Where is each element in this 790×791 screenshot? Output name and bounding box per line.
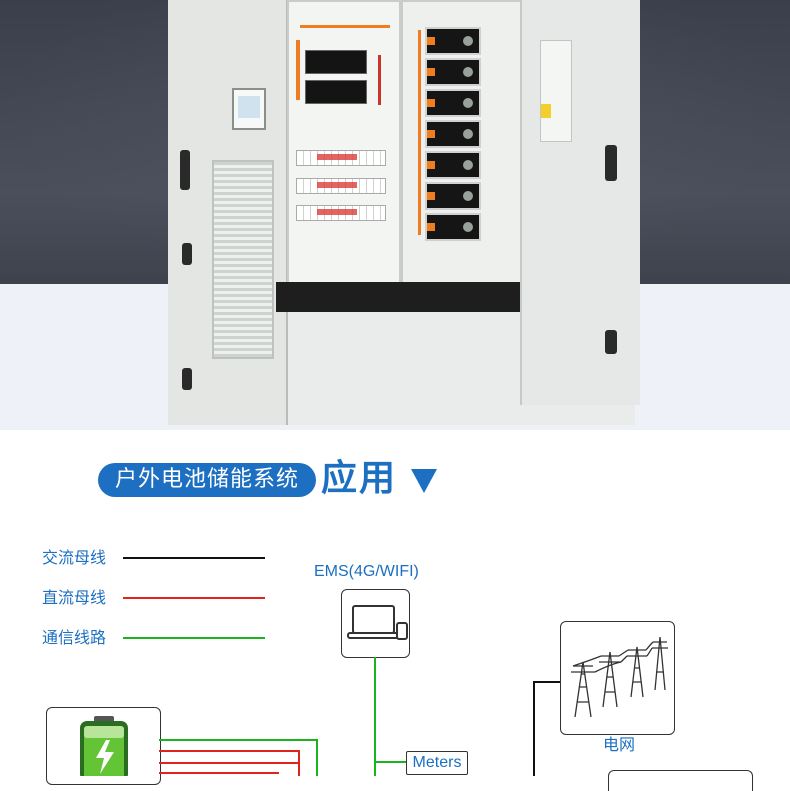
comm-line [159, 739, 317, 741]
door-lock [605, 330, 617, 354]
ems-node [341, 589, 410, 658]
cable [418, 30, 421, 235]
cabinet-hmi-screen [232, 88, 266, 130]
dc-line [298, 750, 300, 776]
cabinet-vent [212, 160, 274, 359]
door-handle [180, 150, 190, 190]
comm-line [316, 739, 318, 776]
cabinet-plinth [276, 282, 524, 312]
dc-line [159, 750, 300, 752]
cable [300, 25, 390, 28]
legend-line-dc [123, 597, 265, 599]
dc-line [159, 762, 299, 764]
comm-line [374, 657, 376, 776]
door-lock [182, 368, 192, 390]
din-rail [296, 205, 386, 221]
din-rail [296, 150, 386, 166]
grid-node [560, 621, 675, 735]
breaker-block [305, 50, 367, 74]
power-tower-icon [571, 636, 668, 718]
load-node [608, 770, 753, 791]
control-bay [287, 0, 401, 289]
grid-label: 电网 [603, 737, 636, 754]
door-lock [182, 243, 192, 265]
product-photo [0, 0, 790, 430]
chevron-down-icon [411, 469, 437, 493]
breaker-block [305, 80, 367, 104]
cabinet-right-door [520, 0, 640, 405]
laptop-icon [347, 605, 408, 640]
comm-line [374, 761, 406, 763]
legend-label-comm: 通信线路 [42, 628, 107, 647]
battery-charging-icon [80, 716, 128, 776]
legend-label-dc: 直流母线 [42, 588, 107, 607]
warning-sticker [541, 104, 551, 118]
battery-module [425, 89, 481, 117]
battery-module [425, 120, 481, 148]
legend-label-ac: 交流母线 [42, 548, 107, 567]
battery-module [425, 58, 481, 86]
ems-label: EMS(4G/WIFI) [314, 563, 419, 580]
section-title-pill: 户外电池储能系统 [98, 463, 316, 497]
door-handle [605, 145, 617, 181]
cable [296, 40, 300, 100]
ac-line [533, 681, 560, 683]
door-panel-bracket [540, 40, 572, 142]
legend-line-ac [123, 557, 265, 559]
dc-line [159, 772, 279, 774]
battery-module [425, 151, 481, 179]
battery-module [425, 213, 481, 241]
meters-node: Meters [406, 751, 468, 775]
cable [378, 55, 381, 105]
ac-line [533, 681, 535, 776]
battery-module [425, 182, 481, 210]
din-rail [296, 178, 386, 194]
legend-line-comm [123, 637, 265, 639]
section-title-strong: 应用 [321, 458, 398, 499]
battery-module [425, 27, 481, 55]
